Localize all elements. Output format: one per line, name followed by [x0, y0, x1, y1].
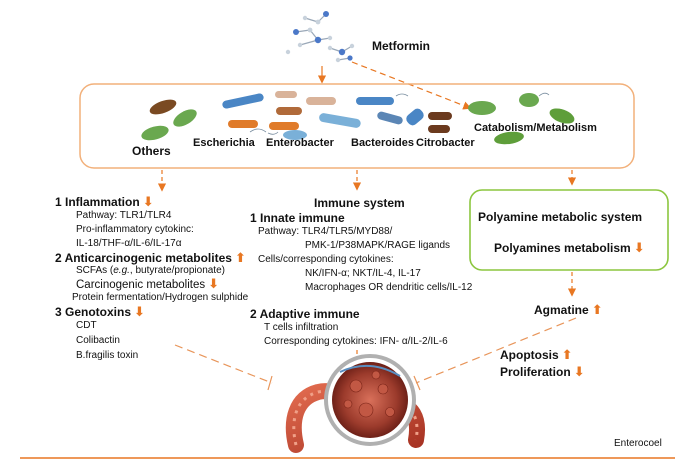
polyamine-system-title: Polyamine metabolic system: [478, 210, 643, 224]
adaptive-cytokines: Corresponding cytokines: IFN- α/IL-2/IL-…: [264, 336, 448, 347]
colon-illustration: [285, 354, 425, 453]
inflammation-title: 1 Inflammation⬇: [55, 194, 154, 209]
immune-system-title: Immune system: [314, 196, 405, 210]
inflammation-pathway: Pathway: TLR1/TLR4: [76, 210, 172, 221]
down-arrow-icon: ⬇: [208, 276, 220, 291]
bacteria-icons: [141, 91, 575, 145]
metformin-label: Metformin: [372, 39, 430, 53]
down-arrow-icon: ⬇: [134, 304, 145, 319]
inflammation-cytokines: IL-18/THF-α/IL-6/IL-17α: [76, 238, 182, 249]
down-arrow-icon: ⬇: [142, 194, 154, 209]
innate-pathway-2: PMK-1/P38MAPK/RAGE ligands: [305, 240, 451, 251]
bacteria-label-bacteroides: Bacteroides: [351, 137, 414, 149]
agmatine-label: Agmatine⬆: [534, 302, 603, 317]
genotoxins-title: 3 Genotoxins⬇: [55, 304, 145, 319]
metformin-molecule-icon: [285, 11, 355, 63]
bacteria-label-escherichia: Escherichia: [193, 137, 255, 149]
up-arrow-icon: ⬆: [591, 302, 603, 317]
bacteria-box: [79, 83, 635, 169]
protein-fermentation: Protein fermentation/Hydrogen sulphide: [72, 292, 249, 303]
down-arrow-icon: ⬇: [573, 364, 585, 379]
proliferation-label: Proliferation⬇: [500, 364, 585, 379]
innate-cells-1: NK/IFN-α; NKT/IL-4, IL-17: [305, 268, 421, 279]
bacteria-label-others: Others: [132, 144, 171, 158]
innate-cells-2: Macrophages OR dendritic cells/IL-12: [305, 282, 473, 293]
bacteria-label-catabolism: Catabolism/Metabolism: [474, 122, 597, 134]
enterocoel-label: Enterocoel: [614, 438, 662, 449]
polyamines-metabolism: Polyamines metabolism⬇: [494, 240, 645, 255]
down-arrow-icon: ⬇: [633, 240, 645, 255]
bacteria-label-enterobacter: Enterobacter: [266, 137, 334, 149]
up-arrow-icon: ⬆: [561, 347, 573, 362]
innate-cells-label: Cells/corresponding cytokines:: [258, 254, 394, 265]
inhibition-lines: [174, 317, 577, 391]
innate-immune-title: 1 Innate immune: [250, 211, 345, 225]
inflammation-cytokine-label: Pro-inflammatory cytokinc:: [76, 224, 194, 235]
genotoxin-colibactin: Colibactin: [76, 335, 120, 346]
adaptive-immune-title: 2 Adaptive immune: [250, 307, 360, 321]
anticarcinogenic-title: 2 Anticarcinogenic metabolites⬆: [55, 250, 246, 265]
polyamine-box: [469, 189, 669, 271]
apoptosis-label: Apoptosis⬆: [500, 347, 573, 362]
up-arrow-icon: ⬆: [234, 250, 246, 265]
genotoxin-bfragilis: B.fragilis toxin: [76, 350, 139, 361]
genotoxin-cdt: CDT: [76, 320, 97, 331]
innate-pathway-1: Pathway: TLR4/TLR5/MYD88/: [258, 226, 393, 237]
carcinogenic-metabolites: Carcinogenic metabolites⬇: [76, 276, 220, 291]
adaptive-tcells: T cells infiltration: [264, 322, 339, 333]
scfa-text: SCFAs (e.g., butyrate/propionate): [76, 265, 225, 276]
bacteria-label-citrobacter: Citrobacter: [416, 137, 475, 149]
